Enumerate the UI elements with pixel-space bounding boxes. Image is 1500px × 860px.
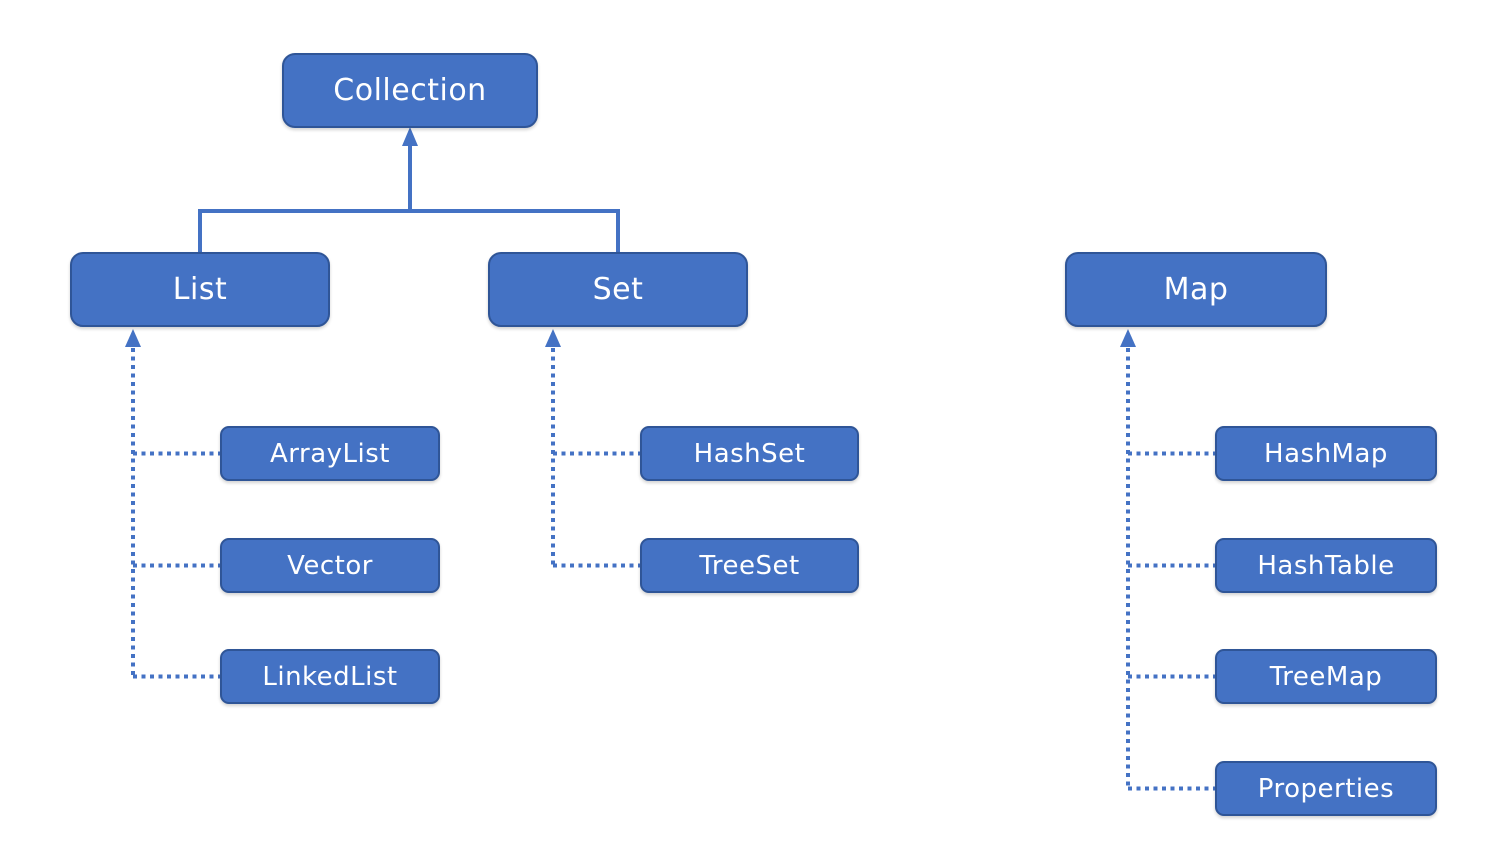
- node-list: List: [70, 252, 330, 327]
- node-map: Map: [1065, 252, 1327, 327]
- collection-arrowhead-icon: [402, 127, 418, 146]
- node-set-label: Set: [592, 272, 644, 307]
- node-collection-label: Collection: [333, 73, 487, 108]
- node-hashmap-label: HashMap: [1264, 438, 1388, 469]
- node-properties: Properties: [1215, 761, 1437, 816]
- node-properties-label: Properties: [1257, 773, 1395, 804]
- node-hashmap: HashMap: [1215, 426, 1437, 481]
- node-map-label: Map: [1163, 272, 1229, 307]
- node-list-label: List: [172, 272, 228, 307]
- set-arrowhead-icon: [545, 329, 561, 347]
- node-arraylist-label: ArrayList: [270, 438, 390, 469]
- node-treemap: TreeMap: [1215, 649, 1437, 704]
- node-hashset-label: HashSet: [693, 438, 806, 469]
- node-hashset: HashSet: [640, 426, 859, 481]
- node-treeset-label: TreeSet: [699, 550, 800, 581]
- list-set-bracket-connector: [198, 209, 620, 252]
- list-arrowhead-icon: [125, 329, 141, 347]
- node-collection: Collection: [282, 53, 538, 128]
- node-vector-label: Vector: [287, 550, 373, 581]
- node-treemap-label: TreeMap: [1269, 661, 1383, 692]
- node-treeset: TreeSet: [640, 538, 859, 593]
- node-set: Set: [488, 252, 748, 327]
- node-hashtable: HashTable: [1215, 538, 1437, 593]
- node-vector: Vector: [220, 538, 440, 593]
- node-hashtable-label: HashTable: [1257, 550, 1395, 581]
- node-linkedlist: LinkedList: [220, 649, 440, 704]
- map-arrowhead-icon: [1120, 329, 1136, 347]
- node-arraylist: ArrayList: [220, 426, 440, 481]
- node-linkedlist-label: LinkedList: [262, 661, 398, 692]
